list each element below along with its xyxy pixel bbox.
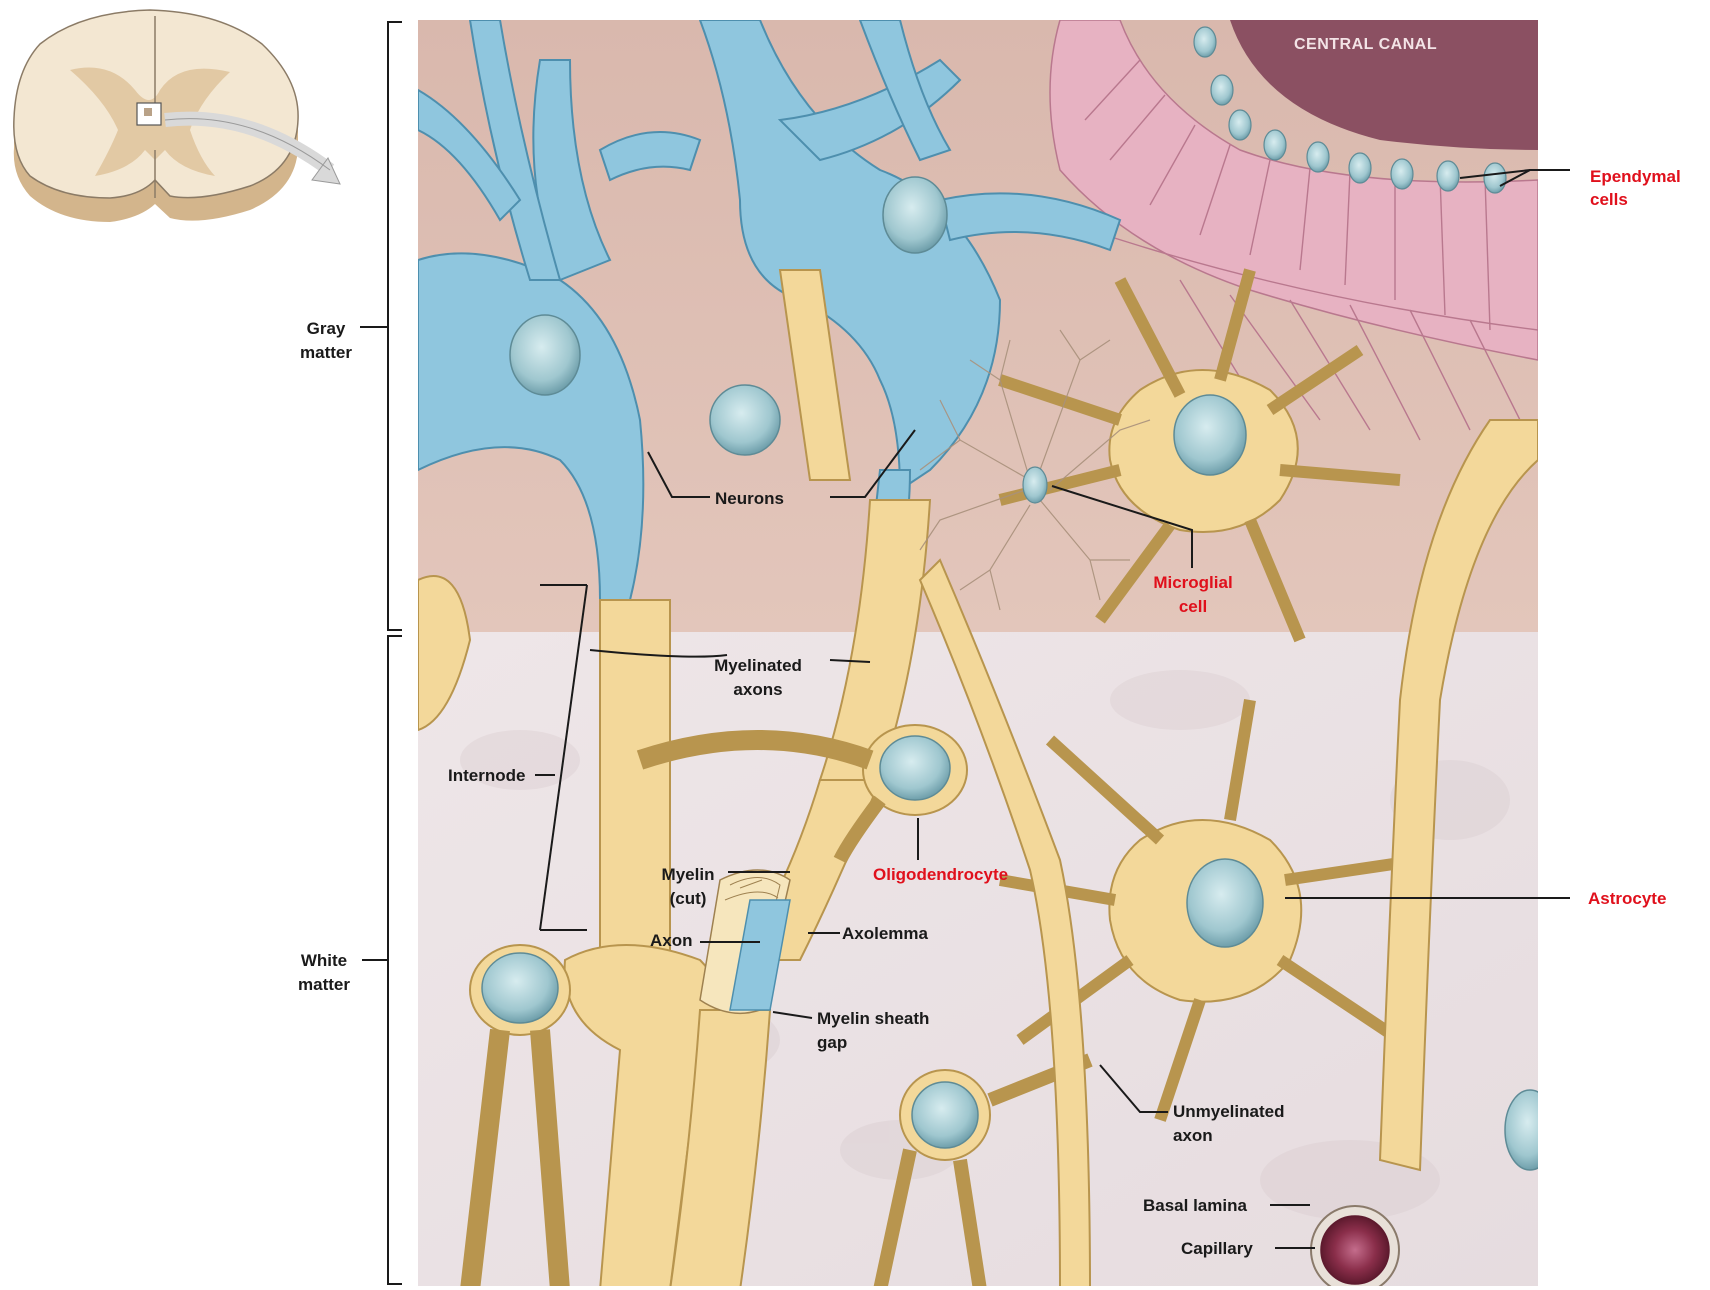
myelinated-axons-label-line1: Myelinated (714, 655, 802, 676)
axolemma-label: Axolemma (842, 923, 928, 944)
myelin-cut-label-line2: (cut) (670, 888, 707, 909)
astrocyte-nucleus (1187, 859, 1263, 947)
basal-lamina-label: Basal lamina (1143, 1195, 1247, 1216)
unmyelinated-axon-label-line2: axon (1173, 1125, 1213, 1146)
microglial-label-line1: Microglial (1153, 572, 1232, 593)
microglial-label-line2: cell (1179, 596, 1207, 617)
capillary-label: Capillary (1181, 1238, 1253, 1259)
central-canal-label: CENTRAL CANAL (1294, 36, 1437, 54)
axon-label: Axon (650, 930, 693, 951)
astrocyte-label: Astrocyte (1588, 888, 1666, 909)
spinal-cord-inset (14, 10, 340, 222)
capillary-cross-section (1311, 1206, 1399, 1290)
neurons-label: Neurons (715, 488, 784, 509)
gray-matter-label-line2: matter (300, 342, 352, 363)
white-matter-label-line2: matter (298, 974, 350, 995)
astrocyte-nucleus-top (1174, 395, 1246, 475)
myelinated-axons-label-line2: axons (733, 679, 782, 700)
ependymal-label-line2: cells (1590, 189, 1628, 210)
oligodendrocyte-nucleus (880, 736, 950, 800)
unmyelinated-axon-label-line1: Unmyelinated (1173, 1101, 1284, 1122)
ependymal-label-line1: Ependymal (1590, 166, 1681, 187)
myelin-sheath-gap-label-line1: Myelin sheath (817, 1008, 929, 1029)
internode-label: Internode (448, 765, 525, 786)
white-matter-label-line1: White (301, 950, 347, 971)
gray-matter-label-line1: Gray (307, 318, 346, 339)
myelin-sheath-gap-label-line2: gap (817, 1032, 847, 1053)
tissue-panel (418, 20, 1555, 1290)
region-brackets (360, 22, 402, 1284)
oligodendrocyte-label: Oligodendrocyte (873, 864, 1008, 885)
myelin-cut-label-line1: Myelin (662, 864, 715, 885)
